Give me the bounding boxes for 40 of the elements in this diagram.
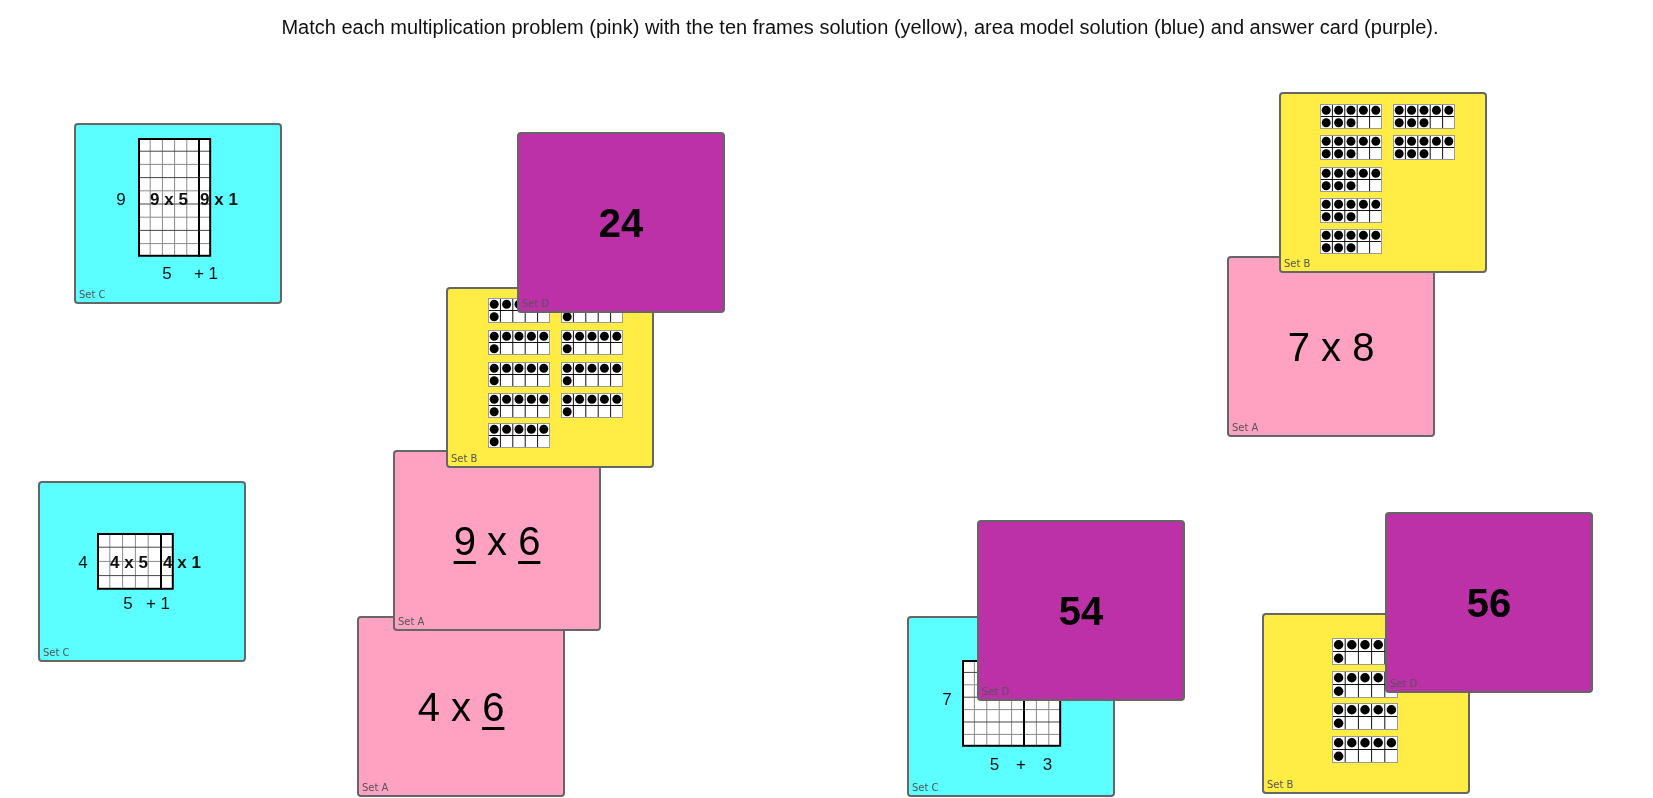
problem-card (393, 450, 601, 631)
problem-card (357, 616, 565, 797)
partial-product-label: 4 x 5 (110, 552, 148, 572)
addend-label: 5 (162, 263, 172, 283)
answer-card (977, 520, 1185, 701)
set-label: Set D (1390, 678, 1418, 689)
instruction-text: Match each multiplication problem (pink) with the ten frames solution (yellow), area model solution (blue) and answer card (purple). (281, 16, 1439, 39)
side-length-label: 7 (942, 689, 952, 709)
answer-number: 54 (1058, 587, 1104, 634)
partial-product-label: 9 x 1 (200, 189, 238, 209)
addend-label: 5 (123, 593, 133, 613)
set-label: Set D (982, 686, 1010, 697)
ten-frames-card (446, 287, 654, 468)
answer-number: 56 (1466, 579, 1512, 626)
area-model-card (74, 123, 282, 304)
set-label: Set C (43, 647, 70, 658)
multiplication-problem: 9 x 6 (453, 517, 541, 564)
set-label: Set C (79, 289, 106, 300)
set-label: Set A (362, 782, 389, 793)
set-label: Set A (398, 616, 425, 627)
side-length-label: 9 (116, 189, 126, 209)
side-length-label: 4 (78, 552, 88, 572)
addend-label: + 1 (145, 593, 171, 613)
problem-card (1227, 256, 1435, 437)
set-label: Set B (1284, 258, 1311, 269)
multiplication-problem: 4 x 6 (417, 683, 505, 730)
set-label: Set D (522, 298, 550, 309)
answer-number: 24 (598, 199, 644, 246)
multiplication-problem: 7 x 8 (1287, 323, 1375, 370)
partial-product-label: 9 x 5 (150, 189, 188, 209)
addend-label: + 1 (193, 263, 219, 283)
set-label: Set A (1232, 422, 1259, 433)
addend-label: 5 + 3 (989, 754, 1053, 774)
ten-frames-card (1279, 92, 1487, 273)
answer-card (517, 132, 725, 313)
set-label: Set B (451, 453, 478, 464)
set-label: Set B (1267, 779, 1294, 790)
answer-card (1385, 512, 1593, 693)
area-model-card (38, 481, 246, 662)
set-label: Set C (912, 782, 939, 793)
